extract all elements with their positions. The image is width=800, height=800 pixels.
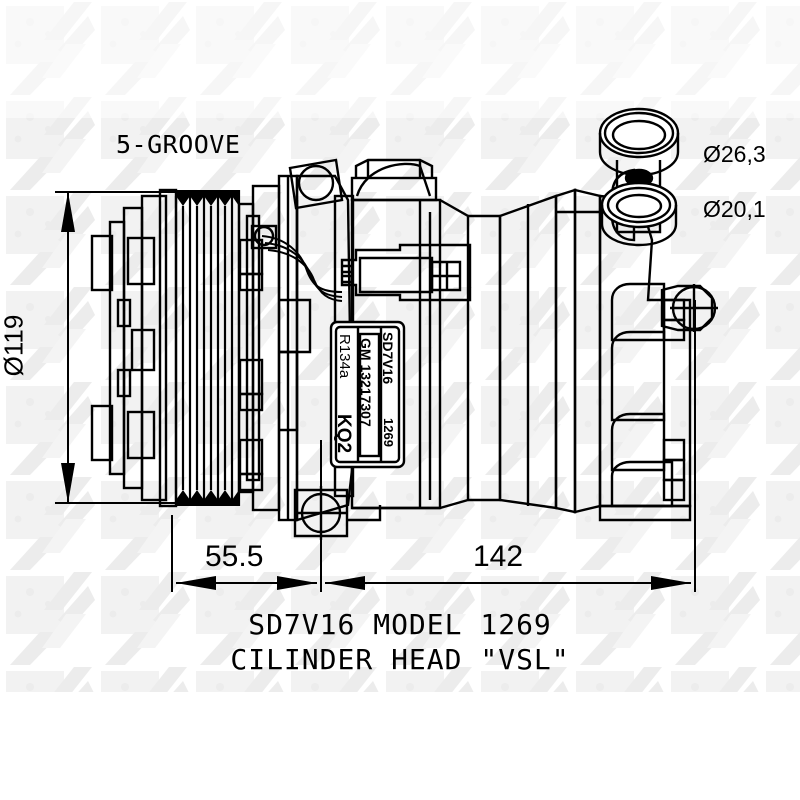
nameplate-refrigerant: R134a [336, 334, 353, 379]
label-5-groove: 5-GROOVE [116, 130, 241, 159]
label-diameter-26-3: Ø26,3 [703, 141, 766, 167]
dimension-diameter-119 [55, 191, 182, 504]
rear-cylinder-head [498, 168, 718, 514]
clutch-pulley-assembly [90, 188, 261, 508]
nameplate-number: 1269 [381, 418, 396, 447]
title-model-line: SD7V16 MODEL 1269 [248, 608, 552, 641]
nameplate-oem-number: GM 13217307 [358, 338, 374, 427]
label-diameter-20-1: Ø20,1 [703, 196, 766, 222]
nameplate-code: KQ2 [333, 414, 354, 454]
label-diameter-119: Ø119 [0, 314, 29, 377]
nameplate-model: SD7V16 [380, 332, 396, 385]
rear-head-foot [598, 504, 692, 522]
dimension-label-142: 142 [473, 540, 524, 573]
title-cylinder-head-line: CILINDER HEAD "VSL" [230, 643, 570, 676]
dimension-label-55-5: 55.5 [205, 540, 264, 573]
electrical-connector [340, 243, 472, 302]
wire-harness [261, 235, 343, 302]
body-bottom-outline [347, 505, 440, 522]
